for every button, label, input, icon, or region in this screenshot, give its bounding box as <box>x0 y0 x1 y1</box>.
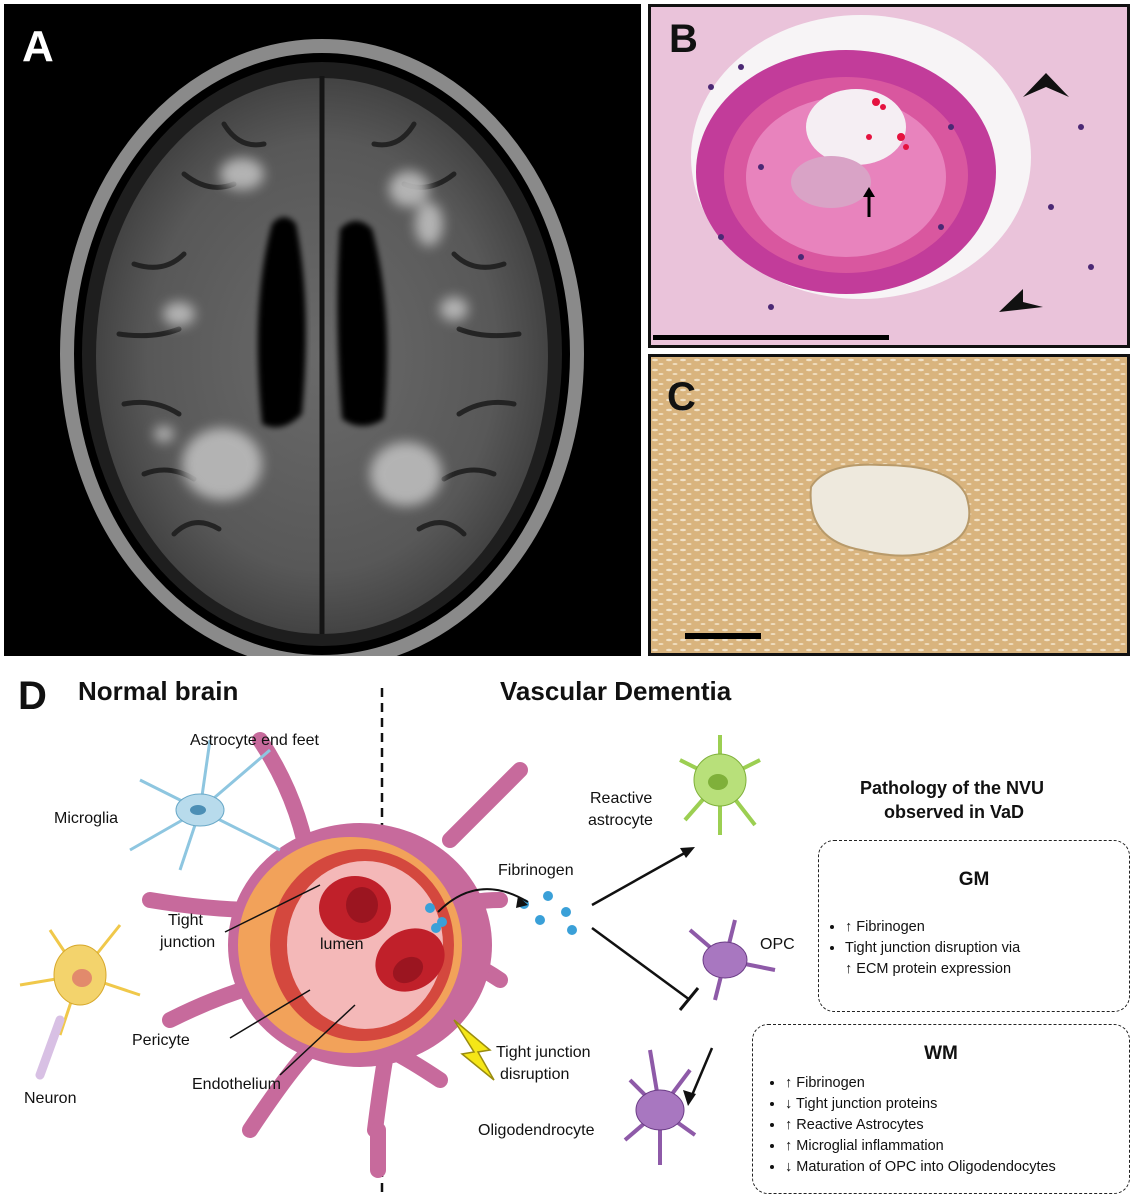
wm-item: ↓ Tight junction proteins <box>785 1094 1056 1115</box>
arrowhead-marker-icon <box>1023 73 1069 97</box>
panel-a-mri-image: A <box>4 4 641 656</box>
red-blood-cells <box>319 876 445 992</box>
label-tight-junction-line1: Tight <box>168 912 203 929</box>
gm-list: ↑ Fibrinogen Tight junction disruption v… <box>827 917 1020 980</box>
wm-pathology-box: WM ↑ Fibrinogen ↓ Tight junction protein… <box>752 1024 1130 1194</box>
panel-d-nvu-diagram: D Normal brain Vascular Dementia Astrocy… <box>0 660 1134 1200</box>
panel-b-histology-he: B <box>648 4 1130 348</box>
nvu-illustration <box>19 688 776 1195</box>
label-reactive-astrocyte-line1: Reactive <box>590 790 653 807</box>
gm-pathology-box: GM ↑ Fibrinogen Tight junction disruptio… <box>818 840 1130 1012</box>
scale-bar <box>653 335 889 340</box>
he-stained-vessel-image <box>651 7 1127 345</box>
label-tight-junction-line2: junction <box>160 934 216 951</box>
wm-list: ↑ Fibrinogen ↓ Tight junction proteins ↑… <box>767 1073 1056 1178</box>
pathology-title-line2: observed in VaD <box>884 802 1025 822</box>
gm-item: ↑ ECM protein expression <box>845 961 1012 977</box>
wm-item: ↑ Microglial inflammation <box>785 1136 1056 1157</box>
label-oligodendrocyte: Oligodendrocyte <box>478 1122 595 1139</box>
label-tight-junction-disruption-line1: Tight junction <box>496 1044 591 1061</box>
microglia-cell <box>129 739 281 871</box>
panel-a-letter: A <box>22 22 54 71</box>
panel-c-letter: C <box>667 375 696 419</box>
panel-b-letter: B <box>669 17 698 61</box>
mri-axial-flair-image <box>60 39 584 656</box>
opc-cell <box>688 919 776 1001</box>
label-microglia: Microglia <box>54 810 119 827</box>
wm-item: ↓ Maturation of OPC into Oligodendocytes <box>785 1157 1056 1178</box>
label-tight-junction-disruption-line2: disruption <box>500 1066 570 1083</box>
label-opc: OPC <box>760 936 795 953</box>
gm-title: GM <box>958 869 990 890</box>
label-neuron: Neuron <box>24 1090 77 1107</box>
scale-bar <box>685 633 761 639</box>
wm-item: ↑ Fibrinogen <box>785 1073 1056 1094</box>
label-astrocyte-end-feet: Astrocyte end feet <box>190 732 319 749</box>
label-fibrinogen: Fibrinogen <box>498 862 574 879</box>
wm-title: WM <box>924 1043 958 1064</box>
heading-normal-brain: Normal brain <box>78 676 239 706</box>
arrow-marker-icon <box>863 187 875 217</box>
pathology-title-line1: Pathology of the NVU <box>860 778 1044 798</box>
label-reactive-astrocyte-line2: astrocyte <box>588 812 653 829</box>
label-pericyte: Pericyte <box>132 1032 190 1049</box>
fibrinogen-molecules <box>425 891 577 935</box>
fibrinogen-ihc-image <box>651 357 1127 653</box>
label-endothelium: Endothelium <box>192 1076 281 1093</box>
panel-d-letter: D <box>18 674 47 718</box>
gm-item: Tight junction disruption via <box>845 938 1020 959</box>
heading-vascular-dementia: Vascular Dementia <box>500 676 732 706</box>
arrowhead-marker-icon <box>999 289 1043 312</box>
label-lumen: lumen <box>320 936 364 953</box>
panel-c-histology-ihc: C <box>648 354 1130 656</box>
gm-item: ↑ Fibrinogen <box>845 917 1020 938</box>
lightning-icon <box>453 1019 495 1081</box>
wm-item: ↑ Reactive Astrocytes <box>785 1115 1056 1136</box>
